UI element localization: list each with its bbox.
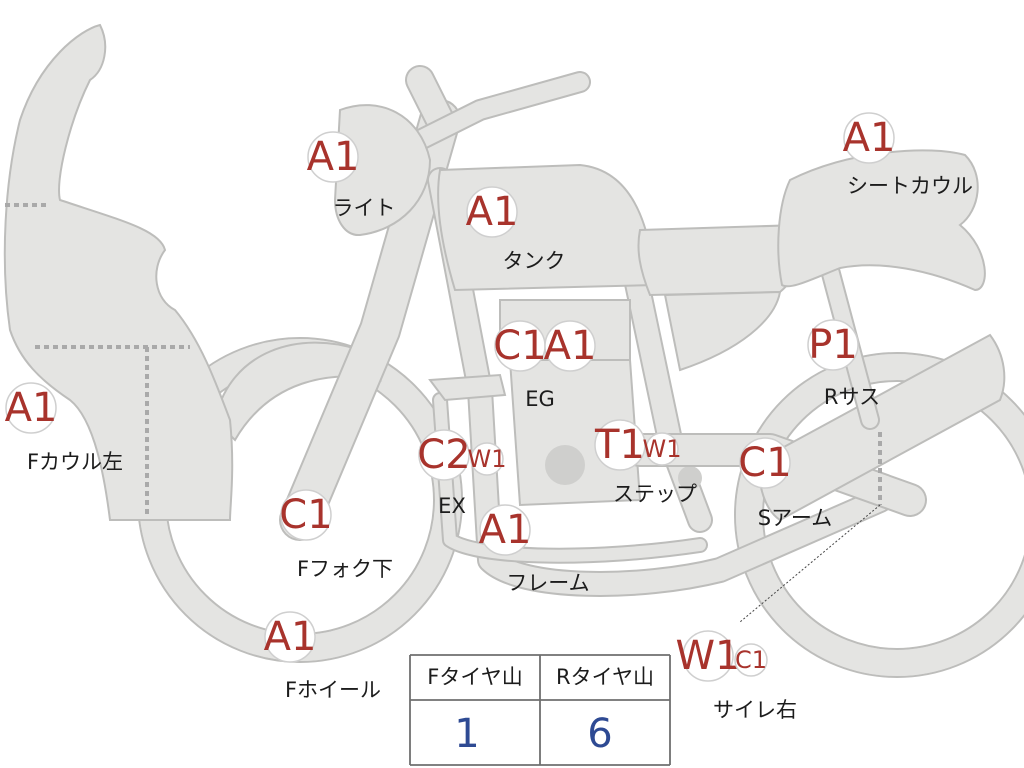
damage-code: T1: [594, 422, 645, 468]
rear-wheel: [736, 354, 1024, 676]
tire-tread-table: Fタイヤ山 Rタイヤ山 1 6: [409, 654, 671, 766]
table-value-rear-tire: 6: [587, 711, 612, 757]
damage-code: C1: [493, 323, 546, 369]
damage-code-badge: C1: [493, 320, 547, 372]
damage-code: C2: [417, 432, 470, 478]
damage-code-badge: A1: [843, 112, 896, 164]
part-s-arm: C1 Sアーム: [738, 437, 832, 530]
damage-code: W1: [676, 633, 741, 679]
damage-code: A1: [5, 385, 58, 431]
damage-code-badge: W1: [643, 432, 682, 466]
damage-code: P1: [808, 322, 858, 368]
damage-code-badge: A1: [307, 131, 360, 183]
damage-code-badge: C2: [417, 429, 471, 481]
table-header-front-tire: Fタイヤ山: [427, 665, 522, 689]
part-eg: C1 A1 EG: [493, 320, 597, 411]
damage-code-badge: A1: [5, 382, 58, 434]
damage-code: C1: [735, 646, 767, 674]
damage-code-badge: C1: [738, 437, 792, 489]
part-label: Sアーム: [758, 506, 832, 530]
part-tank: A1 タンク: [466, 186, 566, 273]
damage-code: W1: [468, 445, 507, 473]
damage-code-badge: A1: [466, 186, 519, 238]
damage-code: A1: [544, 323, 597, 369]
part-label: Fカウル左: [27, 450, 123, 474]
table-header-rear-tire: Rタイヤ山: [556, 665, 654, 689]
part-f-wheel: A1 Fホイール: [264, 611, 381, 702]
damage-code: A1: [307, 134, 360, 180]
part-light: A1 ライト: [307, 131, 396, 220]
part-step: T1 W1 ステップ: [594, 419, 697, 506]
part-seat-cowl: A1 シートカウル: [843, 112, 973, 198]
table-value-front-tire: 1: [454, 711, 479, 757]
damage-code: C1: [279, 492, 332, 538]
damage-code-badge: A1: [264, 611, 317, 663]
part-label: EX: [438, 494, 466, 518]
part-label: Fホイール: [285, 678, 381, 702]
damage-code: A1: [264, 614, 317, 660]
damage-code-badge: W1: [468, 442, 507, 476]
damage-code: A1: [466, 189, 519, 235]
motorcycle-silhouette: [3, 23, 1024, 678]
damage-code-badge: A1: [479, 504, 532, 556]
part-label: サイレ右: [713, 698, 797, 722]
part-r-sus: P1 Rサス: [807, 319, 880, 409]
part-label: シートカウル: [847, 174, 973, 198]
part-label: EG: [525, 387, 555, 411]
damage-code: C1: [738, 440, 791, 486]
part-frame: A1 フレーム: [479, 504, 590, 595]
damage-code-badge: C1: [734, 643, 768, 677]
damage-code-badge: T1: [594, 419, 646, 471]
part-f-cowl-left: A1 Fカウル左: [5, 382, 123, 474]
damage-code-badge: P1: [807, 319, 859, 371]
damage-code-badge: A1: [544, 320, 597, 372]
damage-code-badge: W1: [676, 630, 741, 682]
damage-code: W1: [643, 435, 682, 463]
part-label: フレーム: [506, 571, 589, 595]
part-ex: C2 W1 EX: [417, 429, 507, 518]
damage-code: A1: [479, 507, 532, 553]
part-f-fork-lower: C1 Fフォク下: [279, 489, 393, 581]
damage-code: A1: [843, 115, 896, 161]
part-silencer-right: W1 C1 サイレ右: [676, 630, 797, 722]
part-label: ライト: [333, 196, 396, 220]
leader-line: [739, 504, 881, 623]
part-label: Rサス: [824, 385, 880, 409]
part-label: ステップ: [613, 482, 697, 506]
damage-code-badge: C1: [279, 489, 333, 541]
part-label: Fフォク下: [297, 557, 393, 581]
part-label: タンク: [503, 249, 566, 273]
